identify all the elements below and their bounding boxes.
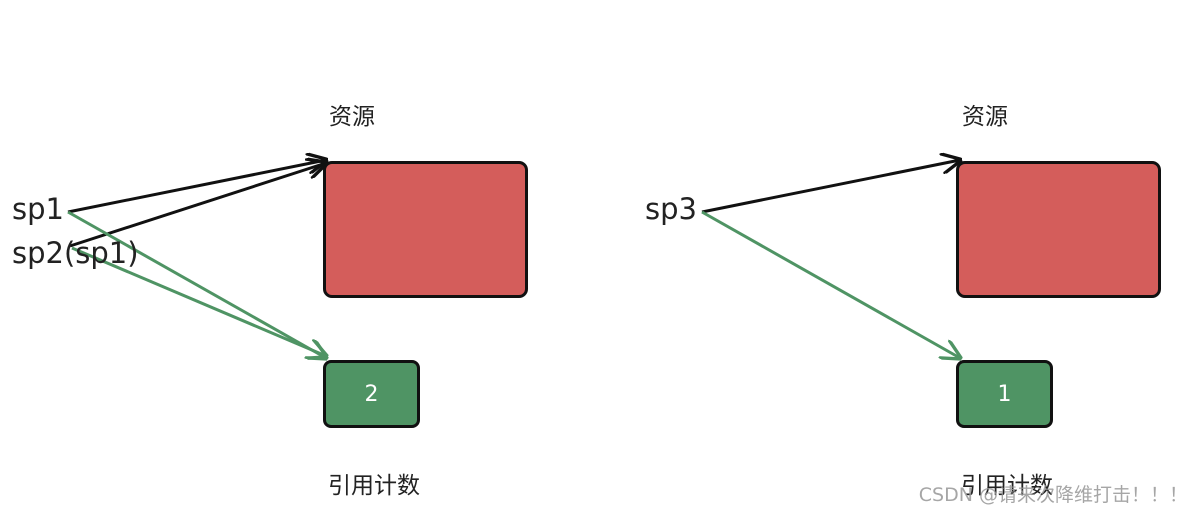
sp2-to-resource-arrow — [69, 163, 326, 248]
csdn-watermark: CSDN @请来次降维打击！！！ — [918, 484, 1188, 506]
sp1-to-resource-arrow — [67, 160, 326, 214]
refcount-box-1: 2 — [323, 360, 420, 428]
resource-box-1 — [323, 161, 528, 298]
sp3-to-refcount-arrow — [701, 210, 960, 358]
resource-box-2 — [956, 161, 1161, 298]
sp2-to-refcount-arrow — [71, 246, 326, 356]
refcount-label-1: 引用计数 — [328, 473, 420, 499]
sp1-to-refcount-arrow — [67, 210, 326, 358]
refcount-value-2: 1 — [997, 381, 1012, 407]
resource-label-1: 资源 — [329, 104, 375, 130]
sp3-to-resource-arrow — [701, 160, 960, 214]
refcount-label-2: 引用计数 — [961, 473, 1053, 499]
pointer-label-sp2: sp2(sp1) — [12, 236, 139, 270]
pointer-label-sp1: sp1 — [12, 192, 64, 226]
refcount-box-2: 1 — [956, 360, 1053, 428]
refcount-value-1: 2 — [364, 381, 379, 407]
resource-label-2: 资源 — [962, 104, 1008, 130]
pointer-label-sp3: sp3 — [645, 192, 697, 226]
